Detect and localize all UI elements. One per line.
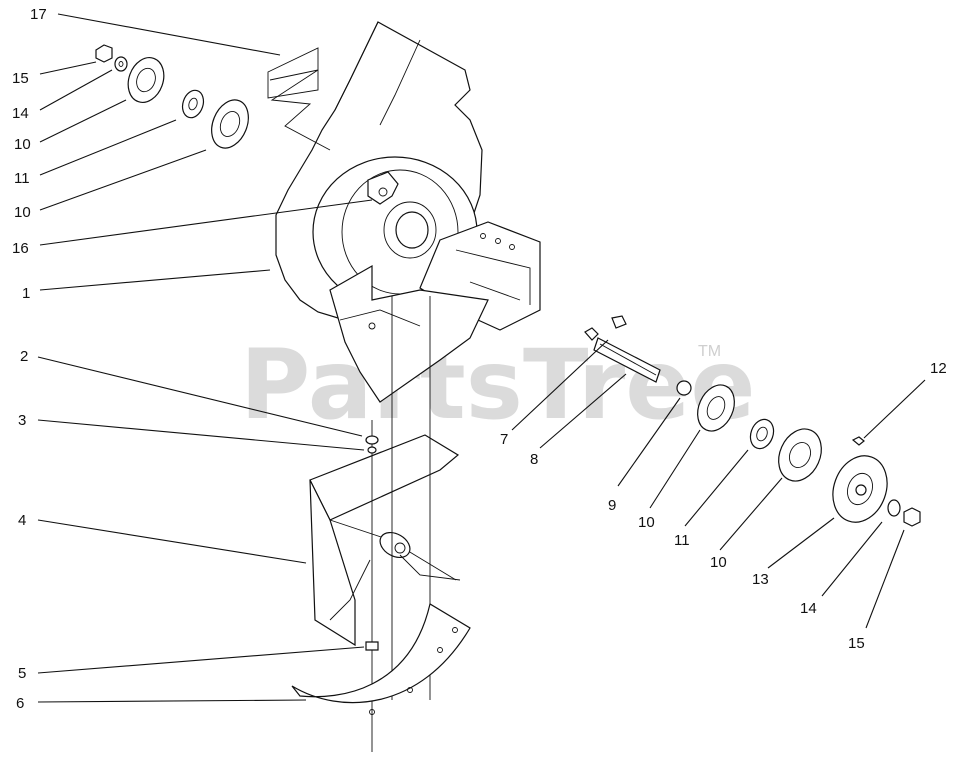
callout-10-top-a: 10 xyxy=(14,136,31,153)
callout-numbers: 17 15 14 10 11 10 16 1 2 3 4 5 6 7 8 9 1… xyxy=(12,6,947,712)
callout-11-top: 11 xyxy=(14,170,30,187)
callout-2: 2 xyxy=(20,348,28,365)
callout-9: 9 xyxy=(608,497,616,514)
bolt-part-5 xyxy=(365,641,379,651)
washer-part-2 xyxy=(365,435,379,445)
callout-13: 13 xyxy=(752,571,769,588)
shaft-assembly xyxy=(584,315,921,527)
callout-3: 3 xyxy=(18,412,26,429)
callout-12: 12 xyxy=(930,360,947,377)
callout-11-right: 11 xyxy=(674,532,690,549)
flow-arrow-label xyxy=(267,47,331,151)
callout-14-right: 14 xyxy=(800,600,817,617)
callout-5: 5 xyxy=(18,665,26,682)
blower-housing xyxy=(275,21,541,403)
liner-plate xyxy=(291,603,471,715)
callout-15-top: 15 xyxy=(12,70,29,87)
callout-6: 6 xyxy=(16,695,24,712)
callout-4: 4 xyxy=(18,512,26,529)
callout-17: 17 xyxy=(30,6,47,23)
callout-10-right-a: 10 xyxy=(638,514,655,531)
callout-1: 1 xyxy=(22,285,30,302)
callout-16: 16 xyxy=(12,240,29,257)
leader-lines xyxy=(37,13,926,703)
callout-10-top-b: 10 xyxy=(14,204,31,221)
watermark-trademark: TM xyxy=(698,343,721,360)
callout-8: 8 xyxy=(530,451,538,468)
callout-15-right: 15 xyxy=(848,635,865,652)
nut-part-3 xyxy=(367,446,377,454)
watermark-text: PartsTree xyxy=(240,329,755,441)
callout-10-right-b: 10 xyxy=(710,554,727,571)
impeller xyxy=(309,296,461,752)
upper-bearing-stack xyxy=(95,44,249,149)
callout-14-top: 14 xyxy=(12,105,29,122)
callout-7: 7 xyxy=(500,431,508,448)
